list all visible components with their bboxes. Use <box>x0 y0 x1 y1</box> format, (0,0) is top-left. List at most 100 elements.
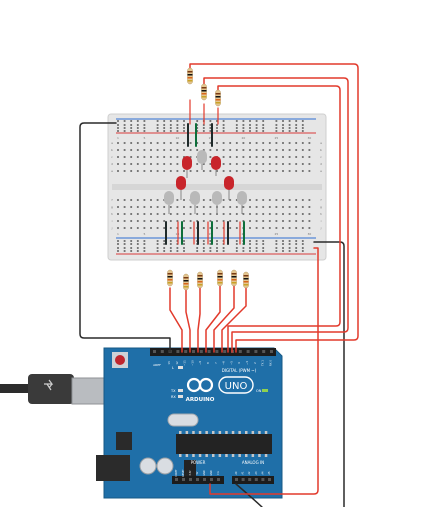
wire-pin-6[interactable] <box>221 287 247 353</box>
led-grey-4[interactable] <box>212 191 222 214</box>
header-pin[interactable] <box>248 478 252 481</box>
header-pin[interactable] <box>270 350 273 353</box>
terminal-hole <box>308 163 311 165</box>
wire-pin-1[interactable] <box>169 287 183 353</box>
terminal-hole <box>209 149 212 151</box>
wire-pin-3[interactable] <box>197 287 201 353</box>
header-pin[interactable] <box>184 350 188 353</box>
header-pin[interactable] <box>261 478 265 481</box>
header-pin[interactable] <box>199 350 203 353</box>
l-led <box>178 366 183 369</box>
wire-pin-4[interactable] <box>205 285 221 353</box>
resistor[interactable] <box>183 273 189 291</box>
terminal-hole <box>169 142 172 144</box>
rail-hole <box>262 240 265 242</box>
usb-cable <box>0 384 34 393</box>
wire-red-top-1[interactable] <box>189 63 359 353</box>
wire-red-top-2[interactable] <box>203 77 349 353</box>
rail-hole <box>209 240 212 242</box>
terminal-hole <box>123 206 126 208</box>
terminal-hole <box>249 213 251 215</box>
terminal-hole <box>268 199 271 201</box>
resistor[interactable] <box>215 89 221 107</box>
header-pin[interactable] <box>182 478 185 481</box>
terminal-hole <box>117 199 119 201</box>
terminal-hole <box>242 220 245 222</box>
header-pin[interactable] <box>254 478 258 481</box>
terminal-hole <box>249 149 251 151</box>
rail-hole <box>176 247 179 249</box>
resistor[interactable] <box>243 271 249 289</box>
rail-hole <box>183 130 185 132</box>
header-pin[interactable] <box>175 478 178 481</box>
resistor[interactable] <box>187 67 193 85</box>
terminal-hole <box>143 163 146 165</box>
resistor[interactable] <box>197 271 203 289</box>
analog-pin-label: A3 <box>255 471 258 475</box>
header-pin[interactable] <box>223 350 227 353</box>
rail-hole <box>117 247 119 249</box>
terminal-hole <box>242 213 245 215</box>
wire-red-top-3[interactable] <box>217 85 341 353</box>
row-letter: h <box>111 212 113 216</box>
terminal-hole <box>183 220 185 222</box>
column-number: 20 <box>241 136 245 140</box>
header-pin[interactable] <box>189 478 192 481</box>
header-pin[interactable] <box>254 350 258 353</box>
resistor[interactable] <box>217 269 223 287</box>
header-pin[interactable] <box>176 350 180 353</box>
rail-hole <box>123 130 126 132</box>
led-grey-1[interactable] <box>197 150 207 170</box>
wire-gnd-left[interactable] <box>79 122 171 353</box>
resistor[interactable] <box>231 269 237 287</box>
header-pin[interactable] <box>210 478 213 481</box>
led-grey-2[interactable] <box>164 191 174 214</box>
wire-gnd-bottom[interactable] <box>235 483 263 507</box>
capacitor-2 <box>156 457 174 475</box>
terminal-hole <box>229 156 232 158</box>
led-grey-5[interactable] <box>237 191 247 214</box>
terminal-hole <box>117 206 119 208</box>
led-red-3[interactable] <box>176 176 186 200</box>
header-pin[interactable] <box>241 478 245 481</box>
terminal-hole <box>235 206 238 208</box>
header-pin[interactable] <box>153 350 156 353</box>
rail-hole <box>275 130 278 132</box>
digital-pin-label: ~6 <box>222 361 226 365</box>
resistor[interactable] <box>167 269 173 287</box>
header-pin[interactable] <box>215 350 219 353</box>
header-pin[interactable] <box>217 478 220 481</box>
wire-5v[interactable] <box>209 247 319 495</box>
rail-hole <box>282 247 284 249</box>
terminal-hole <box>222 206 225 208</box>
terminal-hole <box>216 142 218 144</box>
terminal-hole <box>288 170 291 172</box>
header-pin[interactable] <box>238 350 242 353</box>
header-pin[interactable] <box>268 478 271 481</box>
wire-pin-5[interactable] <box>213 285 235 353</box>
reset-button[interactable] <box>115 355 125 365</box>
wire-pin-2[interactable] <box>185 289 191 353</box>
header-pin[interactable] <box>160 350 164 353</box>
header-pin[interactable] <box>192 350 195 353</box>
header-pin[interactable] <box>235 478 238 481</box>
led-red-1[interactable] <box>182 156 192 178</box>
rail-hole <box>275 247 278 249</box>
led-red-2[interactable] <box>211 156 221 176</box>
terminal-hole <box>143 213 146 215</box>
header-pin[interactable] <box>262 350 266 353</box>
terminal-hole <box>183 206 185 208</box>
led-red-4[interactable] <box>224 176 234 200</box>
rail-hole <box>183 120 185 122</box>
chip-pin <box>198 431 202 434</box>
resistor[interactable] <box>201 83 207 101</box>
header-pin[interactable] <box>196 478 199 481</box>
header-pin[interactable] <box>203 478 206 481</box>
terminal-hole <box>117 227 119 229</box>
header-pin[interactable] <box>207 350 211 353</box>
terminal-hole <box>209 170 212 172</box>
led-grey-3[interactable] <box>190 191 200 214</box>
header-pin[interactable] <box>246 350 250 353</box>
terminal-hole <box>308 199 311 201</box>
rail-hole <box>301 127 304 129</box>
